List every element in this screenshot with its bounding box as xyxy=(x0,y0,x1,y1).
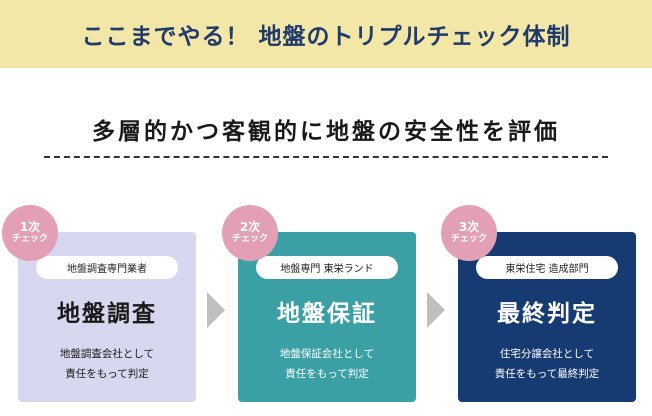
step-2-actor-label: 地盤専門 東栄ランド xyxy=(256,256,398,279)
step-card-3: 東栄住宅 造成部門 最終判定 住宅分譲会社として 責任をもって最終判定 xyxy=(458,232,636,402)
header-banner: ここまでやる！ 地盤のトリプルチェック体制 xyxy=(0,0,652,68)
step-1-actor-label: 地盤調査専門業者 xyxy=(36,256,178,279)
step-2-badge-label: チェック xyxy=(231,233,268,244)
step-1-badge: 1次 チェック xyxy=(2,205,58,261)
step-2-title: 地盤保証 xyxy=(277,301,377,327)
step-3-title: 最終判定 xyxy=(497,301,597,327)
step-3-badge-number: 3次 xyxy=(458,220,480,235)
step-card-1: 地盤調査専門業者 地盤調査 地盤調査会社として 責任をもって判定 xyxy=(18,232,196,402)
arrow-right-icon xyxy=(207,292,225,328)
dashed-divider xyxy=(44,156,608,158)
step-3-description: 住宅分譲会社として 責任をもって最終判定 xyxy=(458,344,636,384)
step-1-title: 地盤調査 xyxy=(57,301,157,327)
step-1-description: 地盤調査会社として 責任をもって判定 xyxy=(18,344,196,384)
step-card-2: 地盤専門 東栄ランド 地盤保証 地盤保証会社として 責任をもって判定 xyxy=(238,232,416,402)
step-1-badge-number: 1次 xyxy=(19,220,41,235)
step-2-description: 地盤保証会社として 責任をもって判定 xyxy=(238,344,416,384)
step-2-desc-line1: 地盤保証会社として xyxy=(279,348,375,360)
step-3-badge-label: チェック xyxy=(450,233,487,244)
section-subtitle: 多層的かつ客観的に地盤の安全性を評価 xyxy=(92,119,560,145)
step-3-actor-label: 東栄住宅 造成部門 xyxy=(476,256,618,279)
step-1-badge-label: チェック xyxy=(11,233,48,244)
step-3-badge: 3次 チェック xyxy=(441,205,497,261)
step-2-badge: 2次 チェック xyxy=(222,205,278,261)
step-1-desc-line1: 地盤調査会社として xyxy=(59,348,155,360)
banner-title: ここまでやる！ 地盤のトリプルチェック体制 xyxy=(81,24,571,50)
step-2-desc-line2: 責任をもって判定 xyxy=(285,368,369,380)
step-3-desc-line1: 住宅分譲会社として xyxy=(499,348,595,360)
step-1-desc-line2: 責任をもって判定 xyxy=(65,368,149,380)
step-2-badge-number: 2次 xyxy=(239,220,261,235)
arrow-right-icon xyxy=(427,292,445,328)
step-3-desc-line2: 責任をもって最終判定 xyxy=(494,368,600,380)
